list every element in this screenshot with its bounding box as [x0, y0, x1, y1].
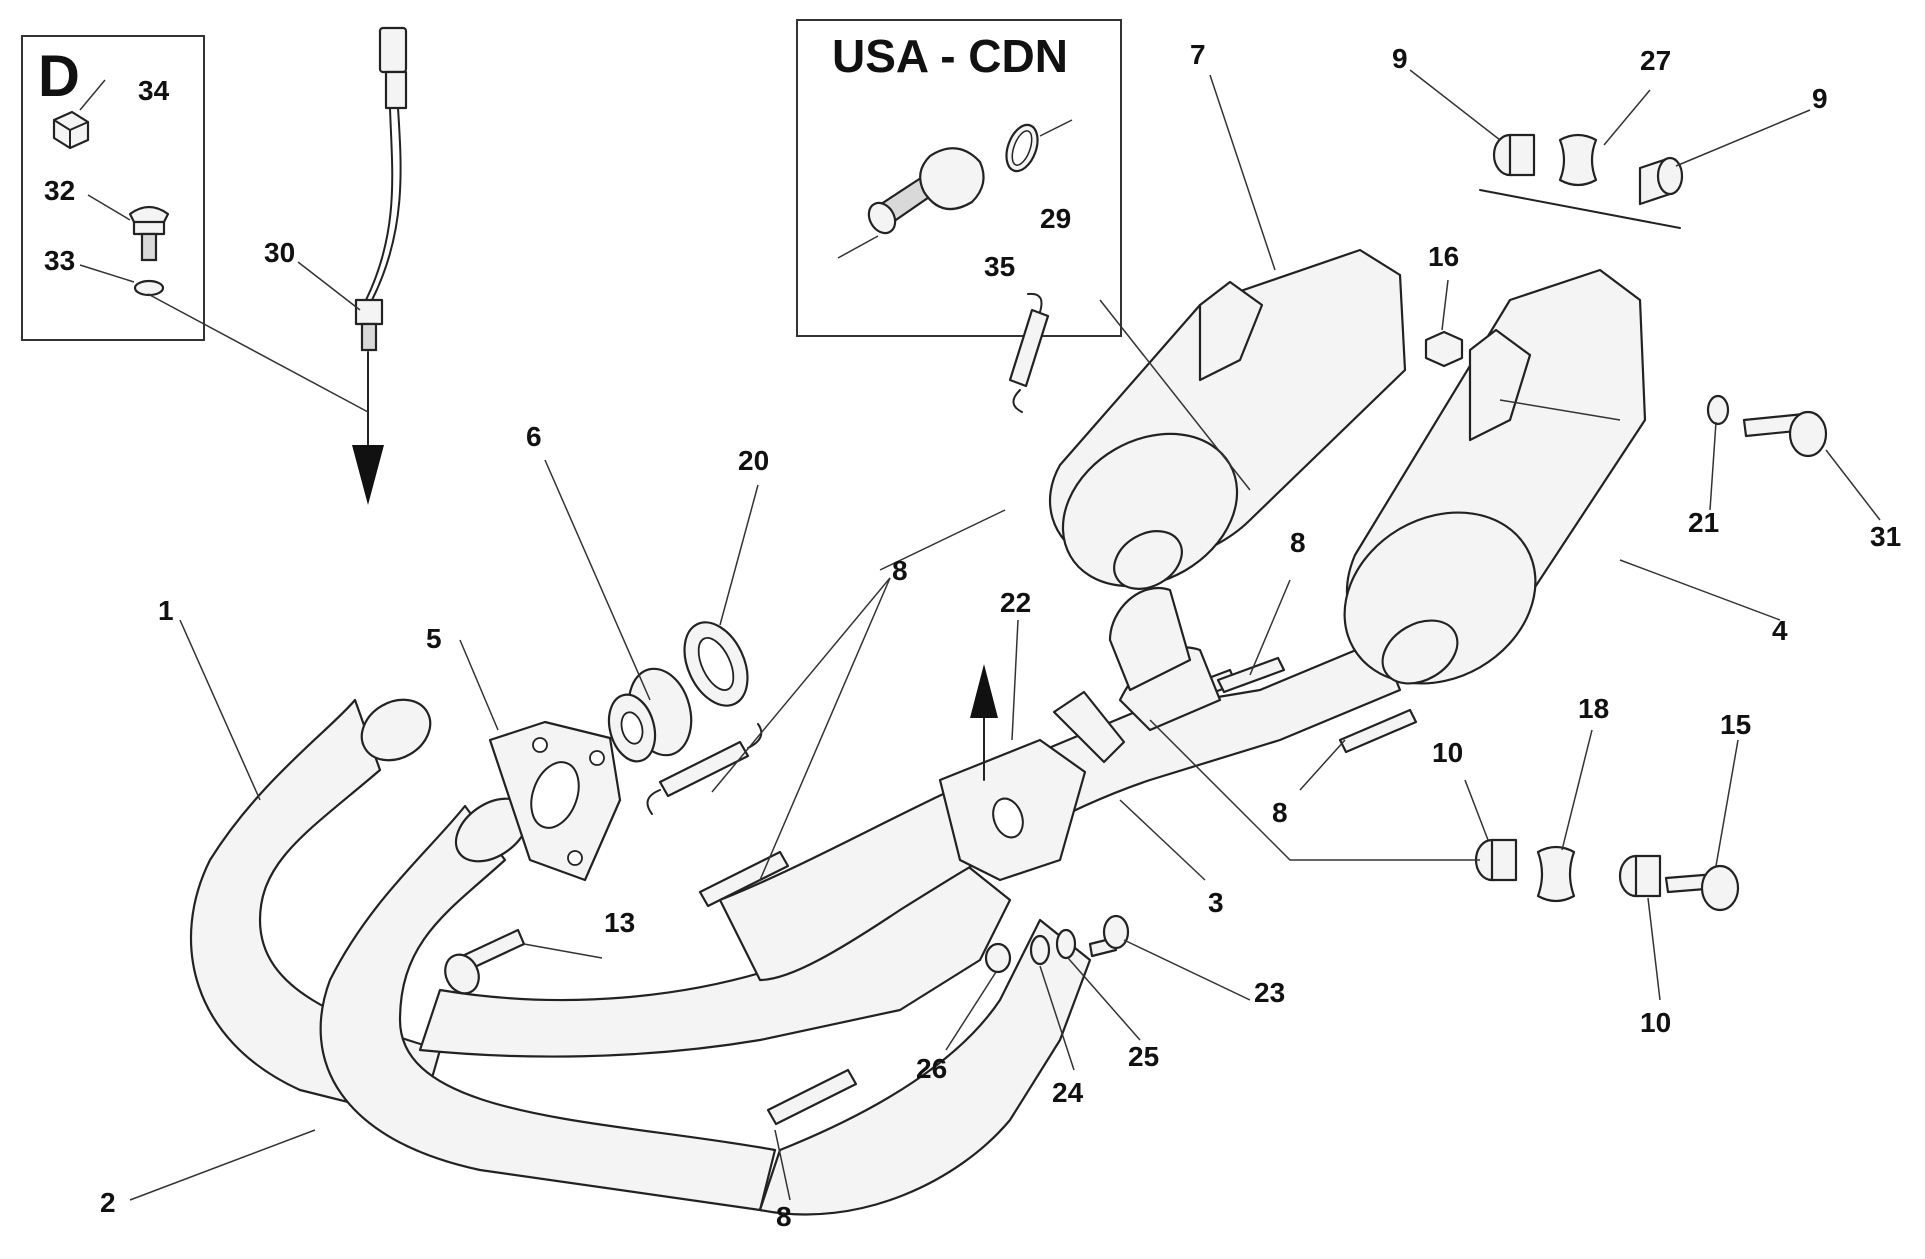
callout-30: 30: [264, 237, 295, 268]
callout-18: 18: [1578, 693, 1609, 724]
part-20-seal-ring: [683, 621, 749, 707]
callout-9b: 9: [1812, 83, 1828, 114]
part-21-washer: [1706, 394, 1730, 426]
callout-8a: 8: [892, 555, 908, 586]
part-25-lock-washer: [1055, 928, 1077, 960]
part-31-bolt: [1742, 410, 1828, 458]
part-5-flange: [488, 720, 622, 882]
callout-10a: 10: [1432, 737, 1463, 768]
callout-15: 15: [1720, 709, 1751, 740]
part-13-bolt: [444, 928, 526, 995]
part-7-muffler: [1048, 248, 1407, 692]
callout-8b: 8: [1290, 527, 1306, 558]
arrow-down-icon: [352, 351, 384, 505]
part-10-bushing-a: [1474, 838, 1518, 882]
callout-3: 3: [1208, 887, 1224, 918]
callout-16: 16: [1428, 241, 1459, 272]
part-24-washer: [1029, 934, 1051, 966]
inset-usa-cdn: USA - CDN: [796, 19, 1122, 337]
callout-29: 29: [1040, 203, 1071, 234]
callout-20: 20: [738, 445, 769, 476]
leader-lines: [79, 69, 1881, 1201]
callout-24: 24: [1052, 1077, 1084, 1108]
part-35-sensor-adapter: [867, 147, 985, 235]
part-23-screw: [1088, 914, 1130, 958]
callout-33: 33: [44, 245, 75, 276]
part-33-o-ring: [133, 279, 165, 297]
callout-27: 27: [1640, 45, 1671, 76]
callout-7: 7: [1190, 39, 1206, 70]
part-22-heat-shield: [938, 690, 1126, 882]
callout-21: 21: [1688, 507, 1719, 538]
part-1-header-pipe: [190, 698, 777, 1212]
part-15-bolt: [1664, 864, 1740, 912]
inset-d-frame: [21, 35, 205, 341]
part-26-washer: [984, 942, 1012, 974]
callout-35: 35: [984, 251, 1015, 282]
callout-13: 13: [604, 907, 635, 938]
callout-6: 6: [526, 421, 542, 452]
callout-numbers: 1 2 3 4 5 6 7 8 8 8 8 8 8 9 9 10 10 13 1…: [44, 39, 1901, 1232]
inset-d-label: D: [38, 44, 80, 109]
part-34-fitting: [52, 110, 90, 150]
callout-22: 22: [1000, 587, 1031, 618]
callout-2: 2: [100, 1187, 116, 1218]
callout-25: 25: [1128, 1041, 1159, 1072]
callout-26: 26: [916, 1053, 947, 1084]
part-29-circlip: [1005, 123, 1039, 173]
callout-1: 1: [158, 595, 174, 626]
part-4-muffler: [1343, 268, 1647, 685]
callout-32: 32: [44, 175, 75, 206]
inset-usa-frame: [796, 19, 1122, 337]
mount-axis-line: [1479, 189, 1681, 229]
callout-23: 23: [1254, 977, 1285, 1008]
part-30-lambda-sensor: [354, 26, 408, 352]
inset-usa-title: USA - CDN: [832, 30, 1068, 82]
callout-10b: 10: [1640, 1007, 1671, 1038]
inset-d: D: [21, 35, 205, 341]
callout-8d: 8: [776, 1201, 792, 1232]
arrow-up-icon: [970, 664, 998, 781]
callout-5: 5: [426, 623, 442, 654]
callout-9a: 9: [1392, 43, 1408, 74]
part-9-bushing-left: [1492, 133, 1536, 177]
part-32-plug: [128, 205, 170, 262]
part-27-rubber-mount-top: [1558, 133, 1598, 187]
part-16-nut: [1424, 330, 1464, 368]
callout-31: 31: [1870, 521, 1901, 552]
callout-8c: 8: [1272, 797, 1288, 828]
part-9-bushing-right: [1638, 156, 1684, 206]
part-18-rubber-mount: [1536, 845, 1576, 903]
callout-4: 4: [1772, 615, 1788, 646]
callout-34: 34: [138, 75, 170, 106]
part-10-bushing-b: [1618, 854, 1662, 898]
part-6-gasket: [607, 667, 693, 763]
